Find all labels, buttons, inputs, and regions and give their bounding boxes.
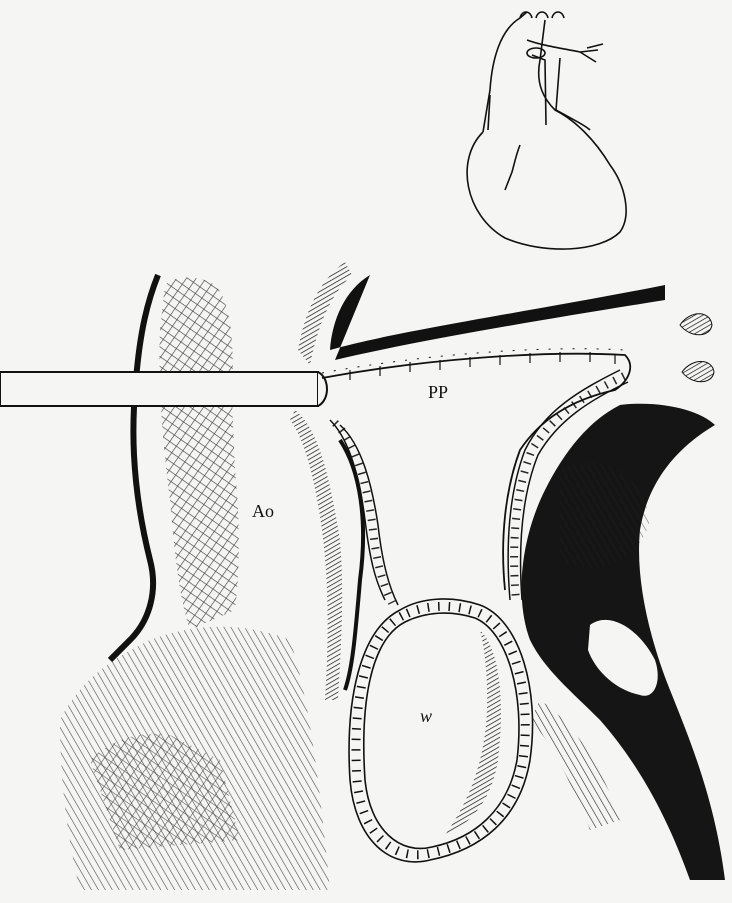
cannula	[0, 372, 327, 406]
aorta-right-wall	[290, 410, 342, 700]
heart-overview-sketch	[467, 12, 626, 249]
left-wall-outline	[110, 275, 158, 660]
cut-vessel-ends	[680, 314, 714, 382]
label-window: w	[420, 706, 432, 726]
aorta-shading	[159, 278, 238, 631]
upper-flap	[330, 275, 665, 360]
label-pulmonary-patch: PP	[428, 382, 448, 402]
window-loop	[349, 599, 532, 862]
label-aorta: Ao	[252, 501, 274, 521]
